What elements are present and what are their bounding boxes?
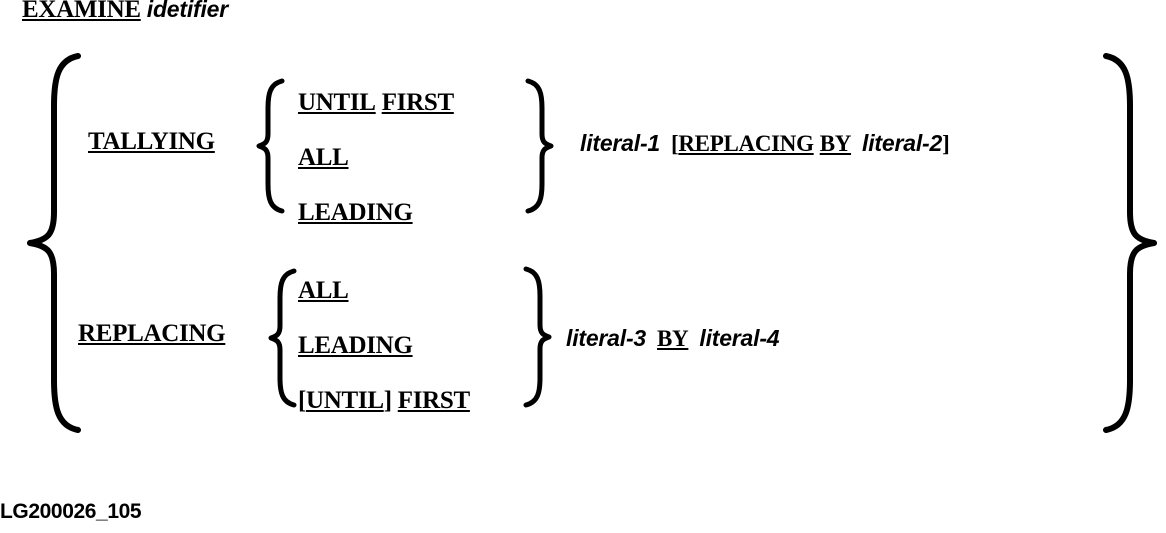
operand-literal-3: literal-3 [566, 325, 647, 351]
replacing-options: ALL LEADING [UNTIL]FIRST [298, 278, 470, 413]
keyword-first: FIRST [381, 89, 454, 116]
option-all: ALL [298, 145, 454, 170]
branch-keyword-tallying: TALLYING [88, 128, 215, 155]
outer-right-brace [1102, 52, 1160, 434]
open-bracket: [ [671, 131, 679, 156]
operand-identifier: idetifier [146, 0, 229, 22]
keyword-until: UNTIL [306, 387, 384, 414]
keyword-leading: LEADING [298, 199, 413, 226]
keyword-all: ALL [298, 144, 349, 171]
tallying-inner-right-brace [524, 78, 554, 214]
replacing-inner-left-brace [268, 268, 298, 408]
tallying-inner-left-brace [256, 78, 286, 214]
operand-literal-4: literal-4 [699, 325, 780, 351]
close-bracket: ] [383, 387, 392, 414]
replacing-tail-expression: literal-3 BY literal-4 [566, 325, 780, 352]
option-leading: LEADING [298, 333, 470, 358]
outer-left-brace [24, 52, 82, 434]
keyword-first: FIRST [397, 387, 470, 414]
option-all: ALL [298, 278, 470, 303]
keyword-until: UNTIL [298, 89, 376, 116]
keyword-by: BY [657, 326, 689, 351]
keyword-leading: LEADING [298, 332, 413, 359]
figure-caption: LG200026_105 [0, 500, 142, 523]
replacing-inner-right-brace [522, 266, 552, 408]
operand-literal-2: literal-2 [862, 130, 943, 156]
keyword-replacing: REPLACING [678, 131, 814, 156]
keyword-examine: EXAMINE [22, 0, 141, 23]
close-bracket: ] [942, 131, 950, 156]
operand-literal-1: literal-1 [580, 130, 661, 156]
keyword-by: BY [819, 131, 852, 156]
keyword-all: ALL [298, 277, 349, 304]
option-leading: LEADING [298, 200, 454, 225]
option-until-first: [UNTIL]FIRST [298, 388, 470, 413]
branch-keyword-replacing: REPLACING [78, 320, 226, 347]
open-bracket: [ [298, 387, 307, 414]
